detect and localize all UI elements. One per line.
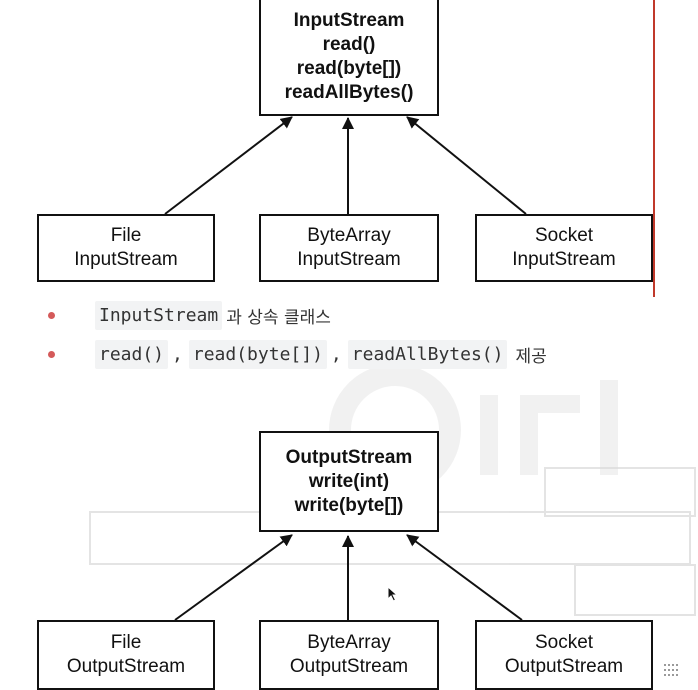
inline-code: readAllBytes() — [347, 339, 508, 369]
bullet-item: InputStream 과 상속 클래스 — [38, 297, 547, 333]
method-read-all-bytes: readAllBytes() — [284, 82, 414, 103]
box-line2: OutputStream — [66, 656, 186, 677]
box-line1: File — [110, 632, 142, 653]
bullet-list: InputStream 과 상속 클래스 read() , read(byte[… — [38, 297, 547, 375]
method-write-bytes: write(byte[]) — [294, 494, 404, 516]
bullet-item: read() , read(byte[]) , readAllBytes() 제… — [38, 336, 547, 372]
arrow-socket-to-outputstream — [406, 534, 523, 621]
box-line1: File — [110, 225, 142, 246]
box-line2: InputStream — [297, 249, 401, 270]
box-line2: InputStream — [74, 249, 178, 270]
socket-outputstream-box: Socket OutputStream — [475, 620, 653, 690]
box-line2: OutputStream — [504, 656, 624, 677]
box-line1: Socket — [534, 632, 594, 653]
box-line1: ByteArray — [307, 632, 391, 653]
separator: , — [330, 343, 342, 365]
mouse-cursor-icon — [387, 586, 399, 602]
arrow-socket-to-inputstream — [406, 116, 527, 215]
bullet-dot — [48, 350, 55, 358]
resize-grip-icon[interactable] — [662, 660, 684, 680]
bullet-text: 과 상속 클래스 — [226, 307, 331, 328]
method-read-bytes: read(byte[]) — [296, 58, 402, 79]
outputstream-box: OutputStream write(int) write(byte[]) — [259, 431, 439, 532]
box-line2: OutputStream — [289, 656, 409, 677]
method-write-int: write(int) — [308, 470, 390, 492]
bytearray-outputstream-box: ByteArray OutputStream — [259, 620, 439, 690]
slide-border-line — [653, 0, 655, 297]
file-inputstream-box: File InputStream — [37, 214, 215, 282]
arrow-file-to-inputstream — [164, 116, 293, 215]
outputstream-title: OutputStream — [285, 446, 413, 468]
inline-code: read(byte[]) — [188, 339, 327, 369]
bytearray-inputstream-box: ByteArray InputStream — [259, 214, 439, 282]
arrow-file-to-outputstream — [174, 534, 293, 621]
bullet-text: 제공 — [515, 346, 547, 367]
socket-inputstream-box: Socket InputStream — [475, 214, 653, 282]
box-line2: InputStream — [512, 249, 616, 270]
file-outputstream-box: File OutputStream — [37, 620, 215, 690]
inline-code: InputStream — [95, 300, 223, 330]
box-line1: ByteArray — [307, 225, 391, 246]
inputstream-box: InputStream read() read(byte[]) readAllB… — [259, 0, 439, 116]
box-line1: Socket — [534, 225, 594, 246]
inline-code: read() — [95, 339, 169, 369]
bullet-dot — [48, 311, 55, 319]
method-read: read() — [322, 34, 376, 55]
separator: , — [172, 343, 183, 365]
inputstream-title: InputStream — [293, 10, 405, 31]
